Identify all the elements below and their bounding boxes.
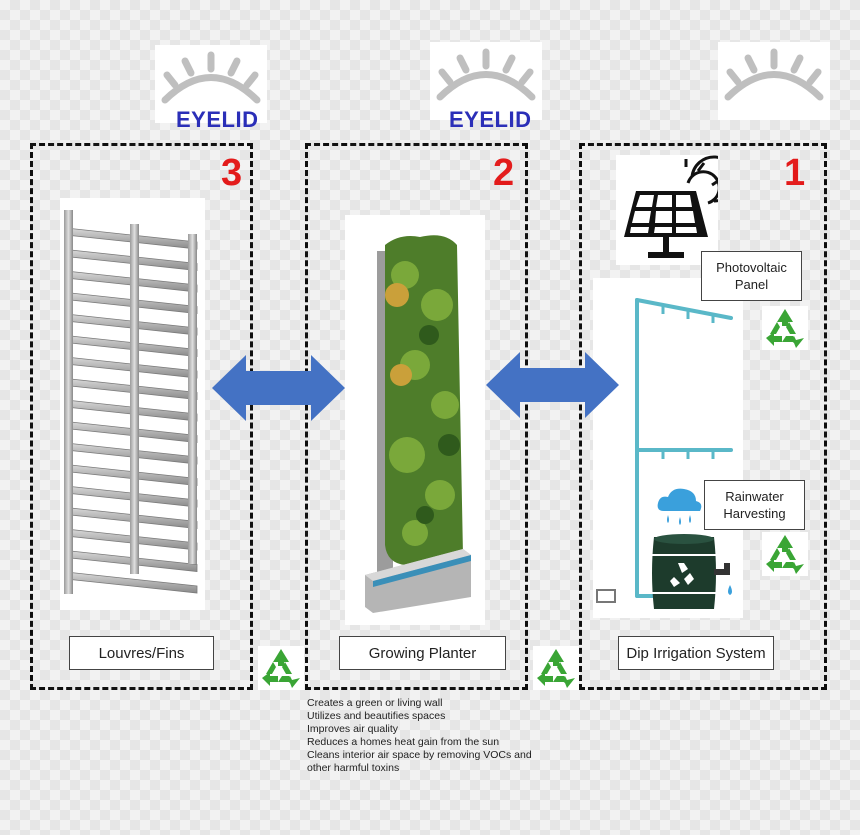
double-arrow-icon-right — [486, 352, 619, 418]
benefit-item: Cleans interior air space by removing VO… — [307, 749, 532, 761]
recycle-icon-pv — [762, 306, 808, 350]
eye-icon-middle — [430, 42, 542, 120]
recycle-icon-planter — [533, 646, 579, 690]
solar-panel-icon — [616, 155, 738, 265]
benefits-list: Creates a green or living wall Utilizes … — [307, 697, 532, 775]
panel-irrigation — [579, 143, 827, 690]
water-barrel-icon — [648, 533, 746, 613]
louvres-illustration — [60, 198, 205, 610]
photovoltaic-line-2: Panel — [734, 277, 769, 292]
double-arrow-icon-left — [212, 355, 345, 421]
recycle-icon-rainwater — [762, 532, 808, 576]
panel-number-1: 1 — [784, 152, 806, 194]
benefit-item: Utilizes and beautifies spaces — [307, 710, 446, 722]
benefit-item: Creates a green or living wall — [307, 697, 443, 709]
benefit-item: other harmful toxins — [307, 762, 400, 774]
eye-icon-right — [718, 42, 830, 120]
photovoltaic-panel-label: Photovoltaic Panel — [701, 251, 802, 301]
benefit-item: Improves air quality — [307, 723, 399, 735]
eye-icon-left — [155, 45, 267, 123]
benefit-item: Reduces a homes heat gain from the sun — [307, 736, 500, 748]
eyelid-label-middle: EYELID — [449, 107, 532, 132]
growing-planter-label: Growing Planter — [339, 636, 506, 670]
dip-irrigation-label: Dip Irrigation System — [618, 636, 774, 670]
rainwater-harvesting-label: Rainwater Harvesting — [704, 480, 805, 530]
panel-planter — [305, 143, 528, 690]
planter-illustration — [345, 215, 485, 625]
rain-cloud-icon — [654, 485, 704, 531]
panel-number-3: 3 — [221, 152, 243, 194]
louvres-fins-label: Louvres/Fins — [69, 636, 214, 670]
rainwater-line-2: Harvesting — [723, 506, 786, 521]
rainwater-line-1: Rainwater — [725, 489, 784, 504]
panel-louvres — [30, 143, 253, 690]
eyelid-label-left: EYELID — [176, 107, 259, 132]
recycle-icon-louvres — [258, 646, 304, 690]
photovoltaic-line-1: Photovoltaic — [716, 260, 787, 275]
panel-number-2: 2 — [493, 152, 515, 194]
